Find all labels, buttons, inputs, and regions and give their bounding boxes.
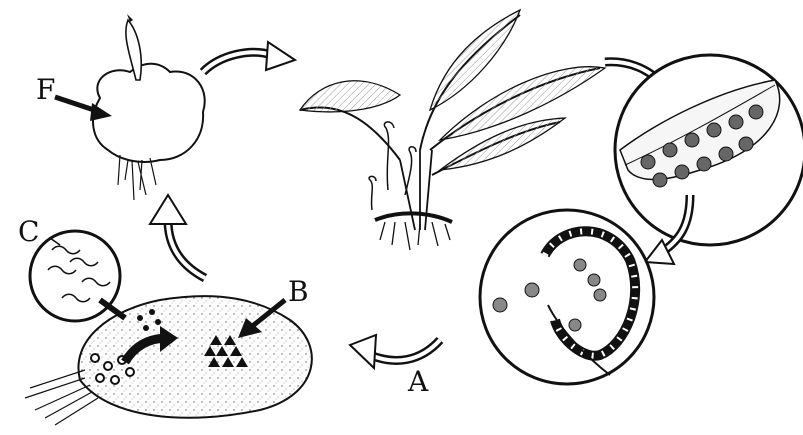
sporangium-magnified-circle <box>480 210 654 384</box>
gametophyte-heart-prothallus <box>93 14 205 200</box>
sperm-cells-magnified-circle <box>30 231 125 321</box>
label-b: B <box>288 278 309 306</box>
label-f: F <box>36 76 55 104</box>
cycle-arrow-a-spores-to-soil <box>350 335 440 368</box>
label-c: C <box>18 218 39 246</box>
cycle-arrow-fertilization-to-prothallus <box>150 195 205 278</box>
pinna-sori-magnified-circle <box>615 55 803 245</box>
label-a: A <box>408 368 428 396</box>
cycle-arrow-prothallus-to-fern <box>203 42 295 72</box>
